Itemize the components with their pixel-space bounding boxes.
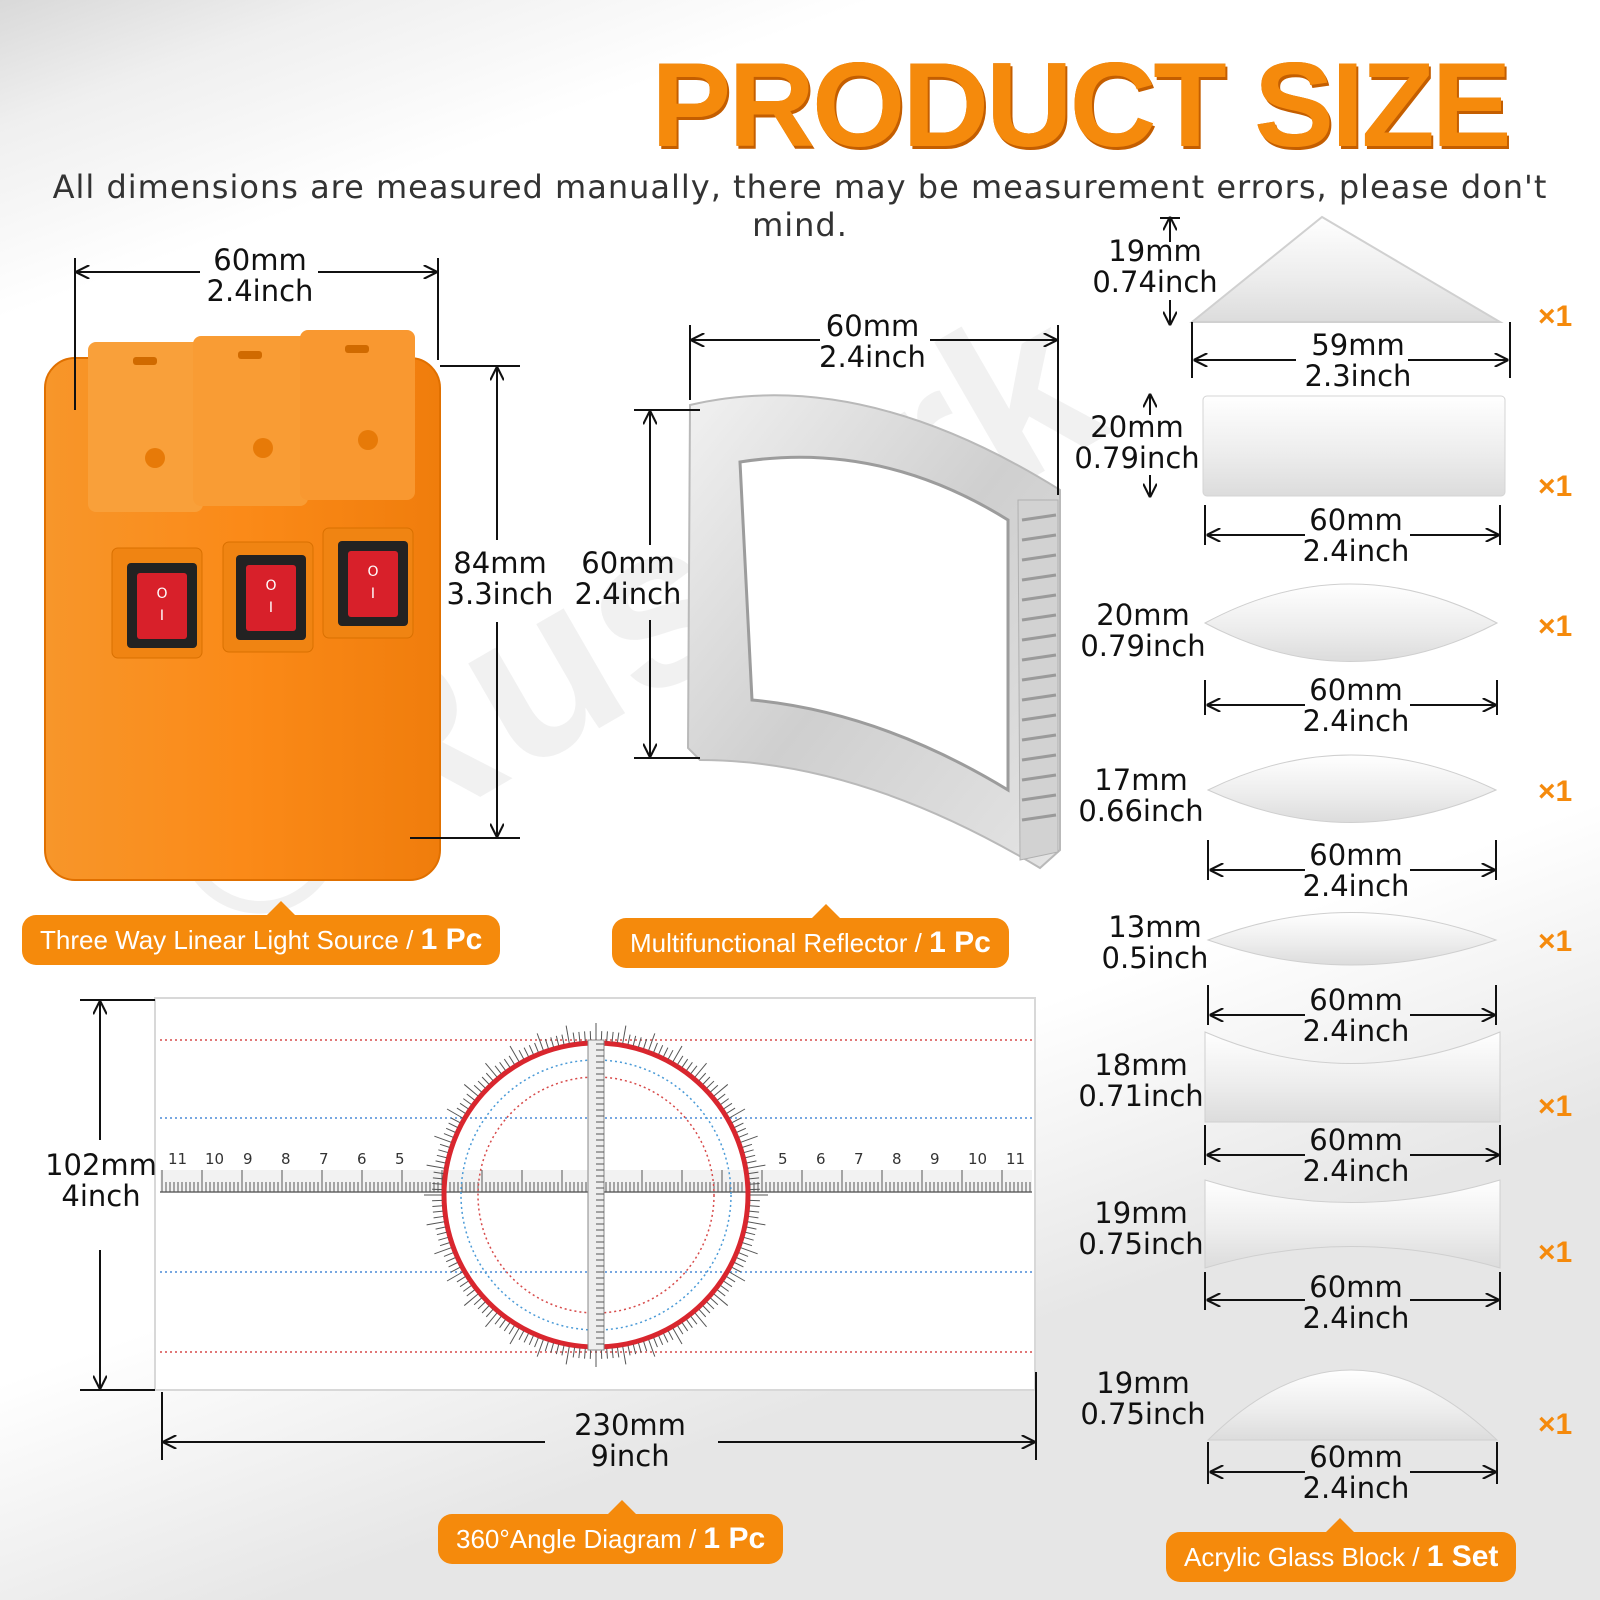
page-subtitle: All dimensions are measured manually, th… <box>52 168 1548 244</box>
glass-block-caption: Acrylic Glass Block / 1 Set <box>1166 1518 1517 1582</box>
glass-block-count: ×1 <box>1538 300 1573 333</box>
light-slot-1 <box>88 342 203 512</box>
light-source-drawing: O I O I O I <box>44 258 520 881</box>
ruler-number-left: 8 <box>281 1150 291 1168</box>
ruler-number-left: 7 <box>319 1150 329 1168</box>
svg-text:O: O <box>156 586 167 602</box>
switch-1 <box>111 547 203 659</box>
glass-block-count: ×1 <box>1538 925 1573 958</box>
ruler-number-left: 10 <box>205 1150 225 1168</box>
ruler-number-right: 8 <box>892 1150 902 1168</box>
glass-block-count: ×1 <box>1538 775 1573 808</box>
glass-prism <box>1189 215 1504 323</box>
ruler-number-right: 10 <box>968 1150 988 1168</box>
glass-rectangle <box>1202 395 1506 497</box>
glass-blocks-drawing <box>1150 215 1511 1484</box>
glass-plano-concave <box>1204 1031 1501 1123</box>
glass-convex-3 <box>1206 912 1498 966</box>
reflector-drawing <box>634 325 1061 870</box>
degree-ticks <box>424 1023 768 1367</box>
page-title: PRODUCT SIZE <box>651 38 1511 172</box>
switch-2 <box>222 541 314 653</box>
switch-3 <box>322 527 414 639</box>
ruler-number-left: 11 <box>168 1150 188 1168</box>
ruler-number-right: 6 <box>816 1150 826 1168</box>
glass-biconcave <box>1204 1179 1501 1269</box>
ruler-number-left: 6 <box>357 1150 367 1168</box>
glass-half-round <box>1206 1369 1499 1441</box>
svg-text:I: I <box>269 600 273 616</box>
angle-diagram-caption: 360°Angle Diagram / 1 Pc <box>438 1500 784 1564</box>
ruler-number-left: 5 <box>395 1150 405 1168</box>
glass-block-count: ×1 <box>1538 1090 1573 1123</box>
svg-text:I: I <box>371 586 375 602</box>
light-slot-2 <box>193 336 308 506</box>
glass-convex-2 <box>1206 754 1498 823</box>
glass-block-count: ×1 <box>1538 1236 1573 1269</box>
glass-block-count: ×1 <box>1538 1408 1573 1441</box>
reflector-grip <box>1021 513 1057 822</box>
light-slot-3 <box>300 330 415 500</box>
glass-block-count: ×1 <box>1538 610 1573 643</box>
angle-diagram-drawing <box>80 997 1037 1460</box>
glass-block-count: ×1 <box>1538 470 1573 503</box>
ruler-number-right: 7 <box>854 1150 864 1168</box>
ruler-number-right: 11 <box>1006 1150 1026 1168</box>
ruler-number-left: 9 <box>243 1150 253 1168</box>
svg-text:O: O <box>367 564 378 580</box>
reflector-caption: Multifunctional Reflector / 1 Pc <box>612 904 1009 968</box>
svg-text:O: O <box>265 578 276 594</box>
glass-convex-1 <box>1203 583 1499 662</box>
light-source-caption: Three Way Linear Light Source / 1 Pc <box>22 901 501 965</box>
ruler-ticks <box>161 1170 1031 1192</box>
ruler-number-right: 5 <box>778 1150 788 1168</box>
svg-text:I: I <box>160 608 164 624</box>
ruler-number-right: 9 <box>930 1150 940 1168</box>
